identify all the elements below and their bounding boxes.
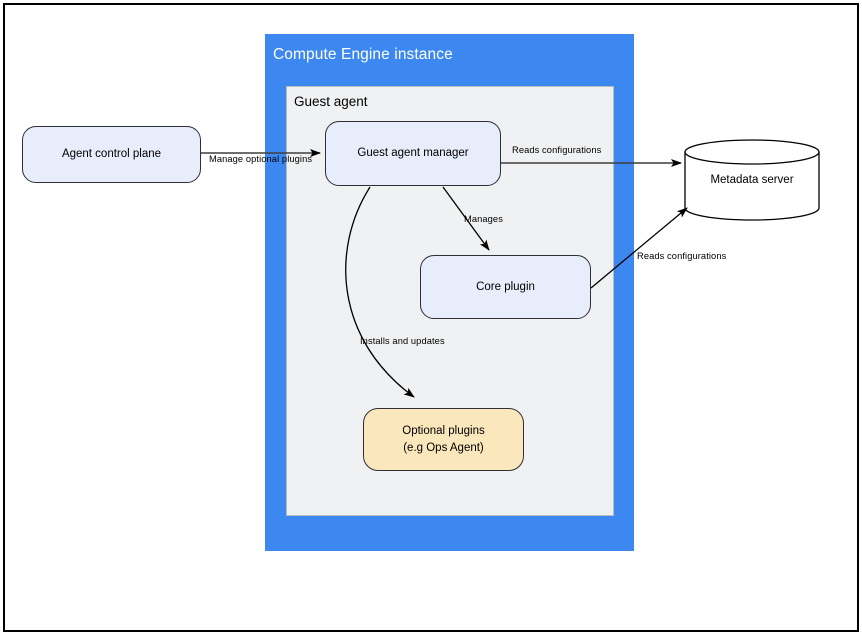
node-metadata-server[interactable]: Metadata server [684,139,820,221]
edge-label-manage-optional-plugins: Manage optional plugins [209,154,313,164]
edge-label-manages: Manages [464,214,503,224]
node-guest-agent-manager-label: Guest agent manager [357,147,469,160]
edge-label-reads-configurations-manager: Reads configurations [512,145,602,155]
guest-agent-label: Guest agent [294,94,368,109]
cylinder-icon [684,139,820,221]
node-core-plugin[interactable]: Core plugin [420,255,591,319]
compute-engine-instance-label: Compute Engine instance [273,46,453,63]
node-metadata-server-label: Metadata server [710,174,794,186]
node-agent-control-plane-label: Agent control plane [61,148,162,161]
edge-label-reads-configurations-core: Reads configurations [637,251,727,261]
node-optional-plugins[interactable]: Optional plugins (e.g Ops Agent) [363,408,524,471]
edge-label-installs-and-updates: Installs and updates [360,336,445,346]
node-core-plugin-label: Core plugin [476,280,535,293]
node-optional-plugins-label-line2: (e.g Ops Agent) [403,441,484,454]
image-border [3,3,859,632]
node-agent-control-plane[interactable]: Agent control plane [22,126,201,183]
node-guest-agent-manager[interactable]: Guest agent manager [325,121,501,186]
node-optional-plugins-label-line1: Optional plugins [402,424,485,437]
